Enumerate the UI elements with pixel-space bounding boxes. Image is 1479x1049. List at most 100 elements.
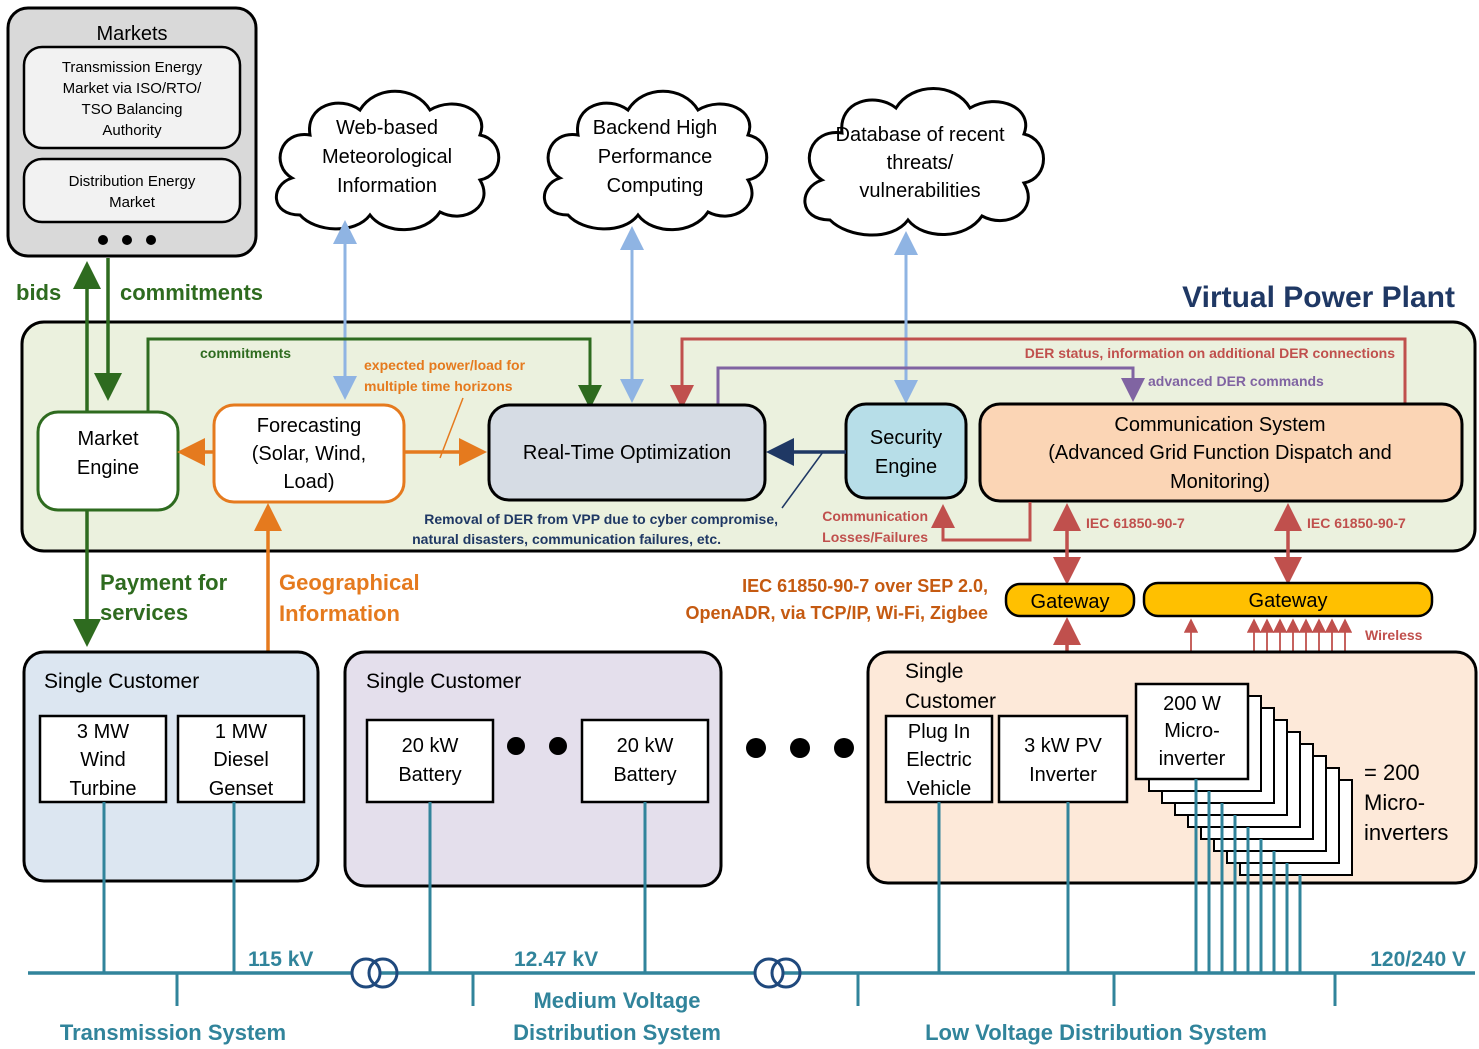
svg-text:Communication System: Communication System (1114, 414, 1325, 436)
svg-text:inverters: inverters (1364, 820, 1448, 845)
svg-text:OpenADR, via TCP/IP, Wi-Fi, Zi: OpenADR, via TCP/IP, Wi-Fi, Zigbee (685, 603, 988, 623)
more-markets-dot (122, 235, 132, 245)
svg-text:Distribution Energy: Distribution Energy (69, 173, 196, 190)
svg-text:Security: Security (870, 427, 942, 449)
pv-inverter-box (997, 714, 1129, 804)
security-engine: Security Engine (844, 402, 968, 500)
svg-text:IEC 61850-90-7: IEC 61850-90-7 (1307, 515, 1406, 531)
more-customers-dot (746, 738, 766, 758)
svg-text:Wind: Wind (80, 749, 126, 771)
svg-text:Single: Single (905, 660, 963, 683)
commitments-label: commitments (120, 280, 263, 305)
svg-text:Market: Market (77, 428, 139, 450)
svg-text:natural disasters, communicati: natural disasters, communication failure… (412, 531, 721, 547)
svg-text:Turbine: Turbine (69, 778, 136, 800)
svg-text:Forecasting: Forecasting (257, 415, 362, 437)
svg-text:Information: Information (279, 601, 400, 626)
real-time-optimization: Real-Time Optimization (487, 403, 767, 502)
svg-text:Battery: Battery (398, 764, 461, 786)
wireless-label: Wireless (1365, 627, 1423, 643)
battery-1-box (365, 718, 495, 804)
forecasting-box: Forecasting (Solar, Wind, Load) (212, 403, 406, 504)
svg-text:Load): Load) (283, 471, 334, 493)
wind-turbine-box (38, 714, 168, 804)
svg-text:Database of recent: Database of recent (836, 124, 1005, 146)
grid-bus (28, 779, 1475, 1006)
svg-text:Micro-: Micro- (1364, 790, 1425, 815)
svg-text:Gateway: Gateway (1031, 591, 1110, 613)
svg-text:Meteorological: Meteorological (322, 146, 452, 168)
svg-text:Real-Time Optimization: Real-Time Optimization (523, 442, 731, 464)
geo-label: Geographical (279, 570, 420, 595)
svg-text:Customer: Customer (905, 690, 996, 713)
more-customers-dot (790, 738, 810, 758)
cloud-threats: Database of recent threats/ vulnerabilit… (803, 87, 1045, 237)
internal-commitments-label: commitments (200, 345, 291, 361)
svg-text:Web-based: Web-based (336, 117, 438, 139)
svg-text:Market: Market (109, 194, 156, 211)
svg-text:Transmission Energy: Transmission Energy (62, 59, 203, 76)
removal-label: Removal of DER from VPP due to cyber com… (424, 511, 778, 527)
more-markets-dot (146, 235, 156, 245)
svg-text:Monitoring): Monitoring) (1170, 471, 1270, 493)
svg-text:Inverter: Inverter (1029, 764, 1097, 786)
svg-text:20 kW: 20 kW (402, 735, 459, 757)
svg-text:threats/: threats/ (887, 152, 954, 174)
payment-label: Payment for (100, 570, 228, 595)
transformer-2 (753, 957, 802, 989)
der-status-label: DER status, information on additional DE… (1025, 345, 1395, 361)
svg-text:Engine: Engine (875, 456, 937, 478)
svg-text:inverter: inverter (1159, 748, 1226, 770)
mv-system-label: Medium Voltage (533, 988, 700, 1013)
svg-text:Computing: Computing (607, 175, 704, 197)
gateway-2: Gateway (1142, 581, 1434, 618)
diesel-genset-box (176, 714, 306, 804)
markets-box: Markets Transmission Energy Market via I… (6, 6, 258, 258)
svg-text:Engine: Engine (77, 457, 139, 479)
gateway-1: Gateway (1004, 582, 1136, 618)
svg-text:(Solar, Wind,: (Solar, Wind, (252, 443, 366, 465)
communication-system: Communication System (Advanced Grid Func… (978, 402, 1464, 503)
svg-text:Single Customer: Single Customer (44, 670, 199, 693)
transmission-market-box (22, 45, 242, 150)
svg-text:services: services (100, 600, 188, 625)
svg-text:Plug In: Plug In (908, 721, 970, 743)
svg-text:Genset: Genset (209, 778, 274, 800)
comm-losses-arrow (931, 502, 1032, 542)
transformer-1 (350, 957, 399, 989)
svg-text:IEC 61850-90-7: IEC 61850-90-7 (1086, 515, 1185, 531)
more-customers-dot (834, 738, 854, 758)
voltage-115: 115 kV (248, 948, 313, 971)
transmission-system-label: Transmission System (60, 1020, 286, 1045)
svg-text:Gateway: Gateway (1249, 590, 1328, 612)
svg-text:expected power/load for: expected power/load for (364, 357, 526, 373)
customer-1: Single Customer 3 MW Wind Turbine 1 MW D… (22, 650, 320, 883)
vpp-title: Virtual Power Plant (1182, 281, 1455, 314)
svg-text:Information: Information (337, 175, 437, 197)
svg-text:200 W: 200 W (1163, 693, 1221, 715)
lv-system-label: Low Voltage Distribution System (925, 1020, 1267, 1045)
voltage-120: 120/240 V (1370, 948, 1466, 971)
comm-losses-label: Communication (822, 508, 928, 524)
svg-text:Distribution System: Distribution System (513, 1020, 721, 1045)
adv-der-commands-arrow (716, 366, 1145, 406)
distribution-market-box (22, 157, 242, 224)
svg-text:Performance: Performance (598, 146, 713, 168)
market-engine: Market Engine (36, 410, 180, 512)
more-markets-dot (98, 235, 108, 245)
svg-text:3 MW: 3 MW (77, 721, 129, 743)
svg-text:multiple time horizons: multiple time horizons (364, 378, 513, 394)
micro-inverter-box (1134, 682, 1250, 781)
svg-text:Diesel: Diesel (213, 749, 269, 771)
internal-commitments-arrow (146, 337, 602, 412)
protocols-label: IEC 61850-90-7 over SEP 2.0, (742, 576, 988, 596)
der-status-arrow (670, 337, 1407, 409)
markets-title: Markets (96, 23, 167, 45)
svg-text:20 kW: 20 kW (617, 735, 674, 757)
cloud-hpc: Backend High Performance Computing (543, 89, 769, 232)
svg-text:Battery: Battery (613, 764, 676, 786)
svg-text:Authority: Authority (102, 122, 162, 139)
bids-label: bids (16, 280, 61, 305)
cloud-meteo: Web-based Meteorological Information (275, 89, 501, 232)
